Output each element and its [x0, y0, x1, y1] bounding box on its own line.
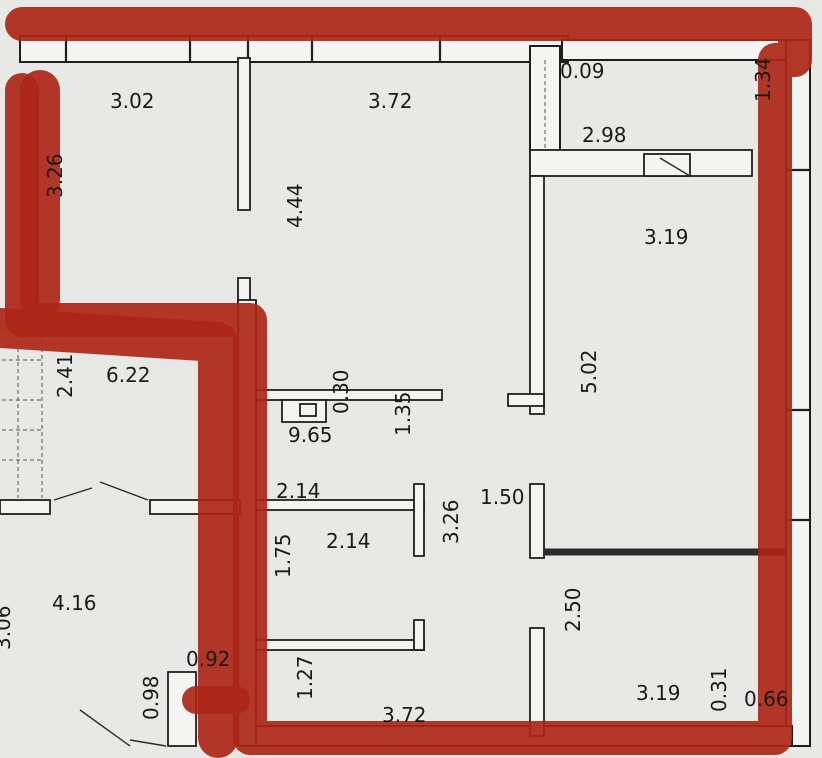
dimension-label: 0.66: [744, 687, 789, 711]
dimension-label: 5.02: [577, 349, 601, 394]
toilet-bottom-wall: [255, 639, 425, 651]
dimension-label: 3.02: [110, 89, 155, 113]
dimension-label: 3.19: [644, 225, 689, 249]
dimension-label: 3.19: [636, 681, 681, 705]
small-room-bottom-wall: [529, 149, 753, 177]
hall-partition-lower: [529, 627, 545, 737]
dimension-label: 4.16: [52, 591, 97, 615]
dimension-label: 4.44: [283, 183, 307, 228]
apartment-highlight-outline: [0, 7, 812, 758]
dimension-label: 3.06: [0, 605, 15, 650]
bathroom-vertical-stub: [413, 483, 425, 557]
dimension-label: 2.50: [561, 587, 585, 632]
dimension-label: 2.14: [276, 479, 321, 503]
dimension-label: 2.98: [582, 123, 627, 147]
dimension-label: 1.35: [391, 391, 415, 436]
dimension-label: 3.26: [439, 499, 463, 544]
dimension-label: 1.50: [480, 485, 525, 509]
top-right-exterior-wall: [561, 39, 793, 61]
dimension-label: 6.22: [106, 363, 151, 387]
dimension-label: 3.72: [382, 703, 427, 727]
dimension-label: 1.75: [271, 533, 295, 578]
dimension-labels: 3.02 3.72 3.26 4.44 0.09 2.98 1.34 3.19 6.22 2.41…: [0, 57, 789, 727]
dimension-label: 1.27: [293, 655, 317, 700]
left-upper-wall: [0, 499, 51, 515]
dimension-label: 2.41: [53, 353, 77, 398]
hall-partition-middle: [529, 483, 545, 559]
dimension-label: 0.30: [329, 369, 353, 414]
hall-partition-stub: [507, 393, 545, 407]
dimension-label: 0.98: [139, 675, 163, 720]
dimension-label: 9.65: [288, 423, 333, 447]
dimension-label: 3.72: [368, 89, 413, 113]
hall-partition-upper: [529, 175, 545, 415]
dimension-label: 1.34: [751, 57, 775, 102]
dimension-label: 0.92: [186, 647, 231, 671]
partition-top-left: [237, 57, 251, 211]
dimension-label: 0.09: [560, 59, 605, 83]
dimension-label: 2.14: [326, 529, 371, 553]
dimension-label: 0.31: [707, 667, 731, 712]
window-frame: [643, 153, 691, 177]
dimension-label: 3.26: [43, 153, 67, 198]
